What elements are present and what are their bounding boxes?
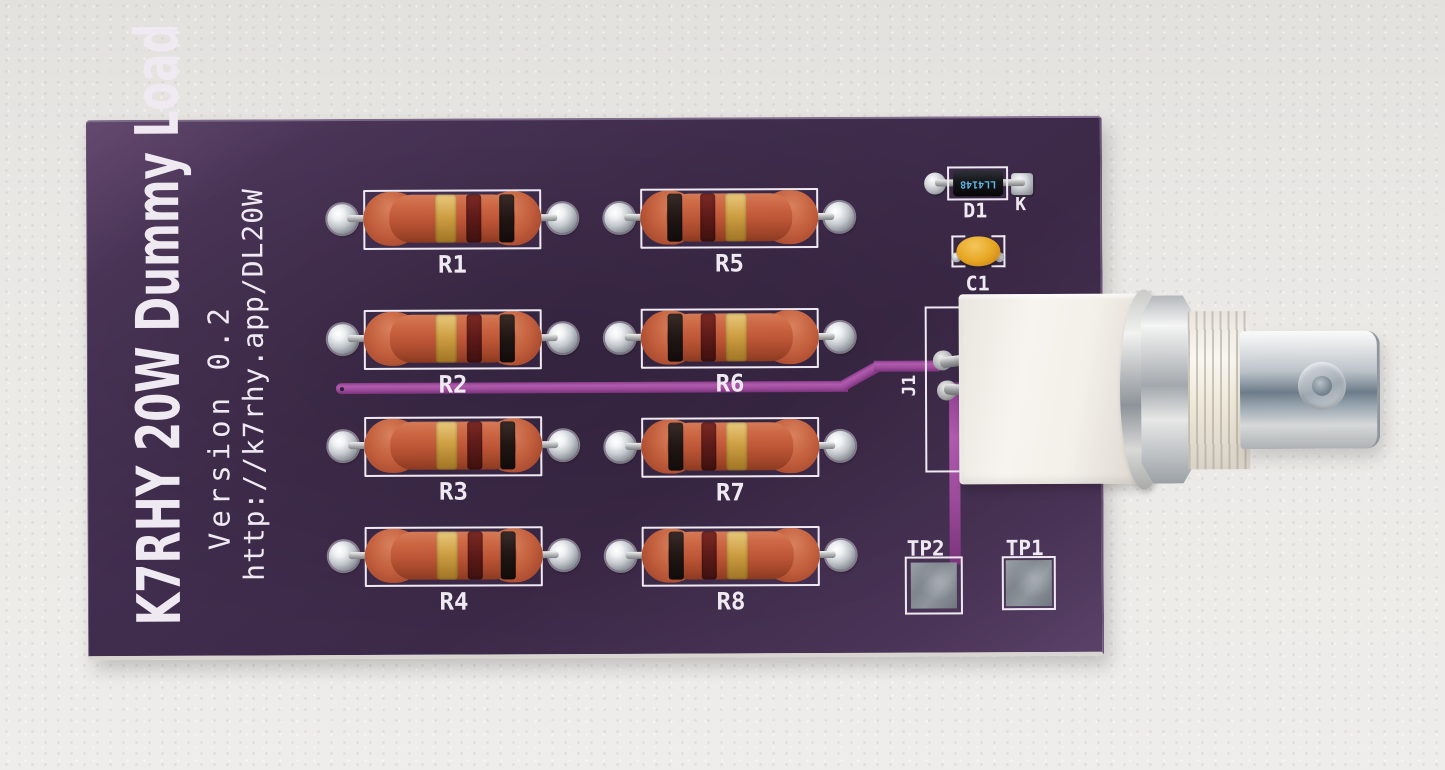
black-band: [499, 314, 515, 363]
tp2-label: TP2: [906, 536, 945, 561]
diode-cathode-label: K: [1015, 194, 1027, 216]
resistor-r8: R8: [605, 523, 856, 616]
gold-band: [436, 531, 458, 580]
resistor-body: [641, 419, 820, 474]
dark-red-band: [701, 422, 717, 471]
dark-red-band: [467, 531, 483, 580]
test-pad-metal: [1005, 560, 1052, 607]
resistor-r2: R2: [327, 306, 578, 399]
pcb-board: K7RHY 20W Dummy Load Version 0.2 http://…: [85, 23, 1381, 661]
resistor-label: R3: [438, 477, 468, 506]
dark-red-band: [466, 314, 482, 363]
dark-red-band: [700, 313, 716, 362]
board-url: http://k7rhy.app/DL20W: [236, 187, 271, 581]
resistor-r6: R6: [604, 305, 855, 398]
dark-red-band: [467, 421, 483, 470]
dark-red-band: [701, 531, 717, 580]
dark-red-band: [466, 194, 482, 243]
diode-marking: LL4148: [960, 178, 997, 190]
resistor-r1: R1: [327, 186, 578, 279]
resistor-label: R5: [714, 249, 744, 278]
resistor-label: R6: [715, 369, 745, 398]
black-band: [500, 531, 516, 580]
resistor-label: R4: [439, 587, 469, 616]
black-band: [667, 193, 683, 242]
resistor-r4: R4: [328, 523, 579, 616]
resistor-array: R1 R2 R3: [87, 118, 1100, 616]
resistor-label: R8: [716, 587, 746, 616]
black-band: [668, 531, 684, 580]
board-title: K7RHY 20W Dummy Load: [122, 23, 196, 626]
test-point-tp1: [1001, 555, 1056, 611]
bnc-plastic-body: [958, 293, 1142, 485]
capacitor-body: [956, 236, 1001, 267]
test-pad-metal: [910, 562, 957, 609]
resistor-r7: R7: [605, 414, 856, 507]
connector-label: J1: [898, 374, 921, 397]
gold-band: [436, 421, 458, 470]
resistor-body: [363, 191, 542, 247]
resistor-body: [640, 190, 819, 245]
board-version: Version 0.2: [201, 303, 237, 551]
diode-body: LL4148: [953, 170, 1004, 197]
test-point-tp2: [904, 556, 963, 615]
gold-band: [726, 422, 748, 471]
bnc-bayonet-pin: [1311, 375, 1333, 396]
gold-band: [435, 194, 457, 243]
bnc-barrel: [1239, 330, 1381, 450]
black-band: [499, 194, 515, 243]
diode-label: D1: [963, 198, 988, 223]
resistor-label: R7: [715, 478, 745, 507]
bnc-bayonet-stud: [1297, 361, 1347, 410]
resistor-body: [640, 310, 819, 365]
capacitor-label: C1: [965, 271, 990, 296]
black-band: [667, 313, 683, 362]
gold-band: [725, 313, 747, 362]
dark-red-band: [700, 193, 716, 242]
black-band: [668, 422, 684, 471]
black-band: [500, 421, 516, 470]
resistor-r5: R5: [604, 185, 855, 278]
gold-band: [726, 531, 748, 580]
resistor-body: [364, 528, 543, 584]
resistor-body: [364, 418, 543, 474]
gold-band: [435, 314, 457, 363]
gold-band: [725, 193, 747, 242]
resistor-body: [641, 528, 820, 583]
resistor-body: [363, 311, 542, 367]
tp1-label: TP1: [1005, 536, 1044, 561]
resistor-label: R1: [437, 250, 467, 279]
resistor-r3: R3: [328, 413, 579, 506]
resistor-label: R2: [438, 370, 468, 399]
